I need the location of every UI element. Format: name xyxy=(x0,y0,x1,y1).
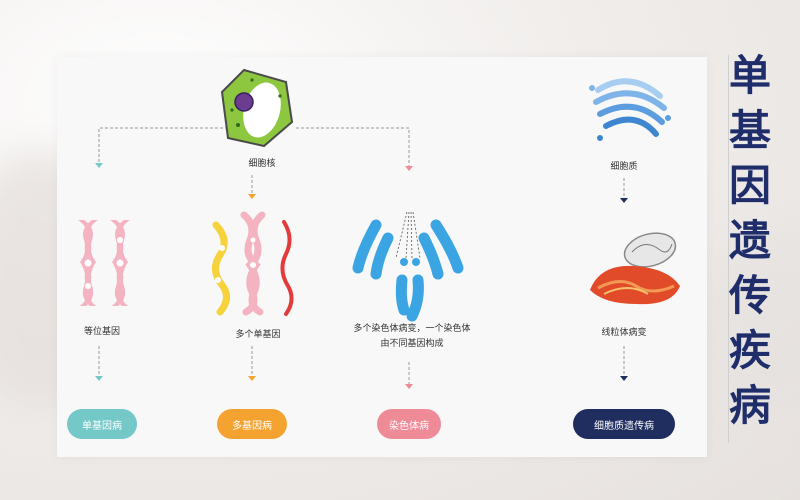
arrow-icon xyxy=(95,163,103,168)
cytoplasm-label: 细胞质 xyxy=(610,162,638,172)
polygenic-disease-pill: 多基因病 xyxy=(217,409,287,439)
spindle-lines xyxy=(395,211,421,259)
connector-nucleus-chromosome xyxy=(296,127,410,168)
centromere-dots xyxy=(400,258,420,266)
arrow-icon xyxy=(405,384,413,389)
connector-nucleus-allele xyxy=(98,127,228,165)
title-char: 遗 xyxy=(728,216,771,265)
arrow-icon xyxy=(620,198,628,203)
arrow-icon xyxy=(248,376,256,381)
nucleus-label: 细胞核 xyxy=(248,159,276,169)
chromosome-label: 多个染色体病变，一个染色体 由不同基因构成 xyxy=(312,322,512,352)
title-char: 传 xyxy=(728,271,771,320)
arrow-heads xyxy=(95,163,628,389)
vertical-title: 单 基 因 遗 传 疾 病 xyxy=(718,48,782,433)
chromosome-label-line1: 多个染色体病变，一个染色体 xyxy=(353,324,471,334)
multigene-label: 多个单基因 xyxy=(235,330,281,340)
arrow-icon xyxy=(620,376,628,381)
arrow-icon xyxy=(248,194,256,199)
single-gene-disease-pill: 单基因病 xyxy=(67,409,137,439)
allele-label: 等位基因 xyxy=(83,327,121,337)
allele-chromosome-icon xyxy=(78,220,130,306)
title-char: 单 xyxy=(728,51,771,100)
multigene-chromosome-icon xyxy=(212,211,294,316)
chromosome-label-line2: 由不同基因构成 xyxy=(380,339,444,349)
connector-lines xyxy=(98,127,625,386)
arrow-icon xyxy=(405,166,413,171)
title-char: 基 xyxy=(728,106,771,155)
title-divider xyxy=(728,55,729,443)
title-char: 因 xyxy=(728,161,771,210)
mito-label: 线粒体病变 xyxy=(601,328,647,338)
chromosomal-disease-pill: 染色体病 xyxy=(377,409,441,439)
mitochondria-icon xyxy=(590,232,680,305)
golgi-icon xyxy=(589,78,671,141)
cytoplasmic-disease-pill: 细胞质遗传病 xyxy=(573,409,675,439)
title-char: 疾 xyxy=(728,326,771,375)
cell-icon xyxy=(220,68,294,148)
chromosome-icon xyxy=(352,219,464,322)
arrow-icon xyxy=(95,376,103,381)
title-char: 病 xyxy=(728,381,771,430)
